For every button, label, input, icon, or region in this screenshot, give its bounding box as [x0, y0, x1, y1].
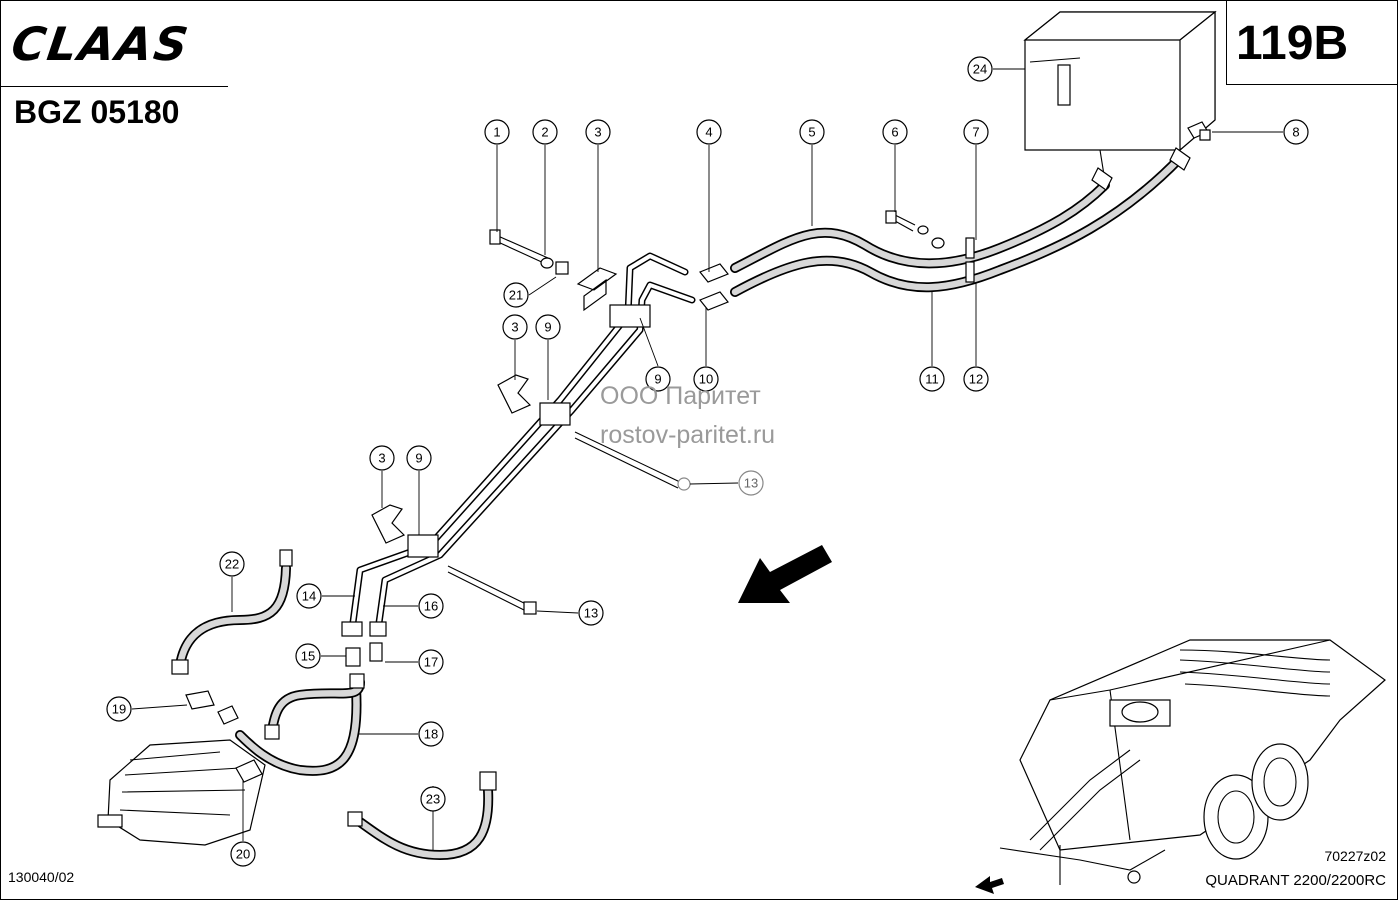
svg-text:9: 9: [654, 372, 661, 387]
header-divider-right: [1226, 84, 1398, 85]
watermark-company: ООО Паритет: [600, 382, 761, 410]
svg-text:11: 11: [925, 372, 939, 387]
svg-text:19: 19: [112, 702, 126, 717]
callout-13a: 13: [738, 470, 764, 496]
callout-15: 15: [295, 643, 321, 669]
steel-pipes: [341, 252, 696, 667]
svg-text:15: 15: [301, 649, 315, 664]
callout-17: 17: [418, 649, 444, 675]
leader-lines: [131, 68, 1283, 850]
svg-text:24: 24: [973, 62, 987, 77]
baler-thumbnail: [975, 639, 1386, 894]
long-bolts-13: [447, 431, 691, 615]
svg-text:20: 20: [236, 847, 250, 862]
callout-12: 12: [963, 366, 989, 392]
svg-text:16: 16: [424, 599, 438, 614]
callout-1: 1: [484, 119, 510, 145]
svg-text:17: 17: [424, 655, 438, 670]
svg-text:7: 7: [972, 125, 979, 140]
bolts-top: [489, 210, 945, 312]
callout-16: 16: [418, 593, 444, 619]
svg-text:4: 4: [705, 125, 712, 140]
callout-11: 11: [919, 366, 945, 392]
svg-text:23: 23: [426, 792, 440, 807]
svg-text:9: 9: [415, 451, 422, 466]
callout-3c: 3: [369, 445, 395, 471]
svg-text:22: 22: [225, 557, 239, 572]
callout-18: 18: [418, 721, 444, 747]
direction-arrow: [738, 545, 832, 603]
footer-model: QUADRANT 2200/2200RC: [1205, 872, 1386, 889]
svg-text:10: 10: [699, 372, 713, 387]
callout-21: 21: [503, 282, 529, 308]
header-divider-right-vertical: [1226, 0, 1227, 84]
callout-8: 8: [1283, 119, 1309, 145]
svg-text:13: 13: [584, 606, 598, 621]
callout-24: 24: [967, 56, 993, 82]
hose-23: [347, 771, 497, 860]
svg-text:9: 9: [544, 320, 551, 335]
page-number: 119B: [1236, 17, 1349, 70]
callout-9b: 9: [645, 366, 671, 392]
callout-14: 14: [296, 583, 322, 609]
callout-7: 7: [963, 119, 989, 145]
callout-23: 23: [420, 786, 446, 812]
callout-2: 2: [532, 119, 558, 145]
hydraulic-pump-drawing: [97, 690, 266, 846]
svg-text:13: 13: [744, 476, 758, 491]
callout-9c: 9: [406, 445, 432, 471]
callout-9a: 9: [535, 314, 561, 340]
svg-text:14: 14: [302, 589, 316, 604]
svg-text:3: 3: [511, 320, 518, 335]
svg-text:1: 1: [493, 125, 500, 140]
oil-tank-drawing: [1023, 10, 1217, 179]
svg-text:18: 18: [424, 727, 438, 742]
footer-drawing-code: 70227z02: [1324, 848, 1386, 864]
callout-10: 10: [693, 366, 719, 392]
callout-13b: 13: [578, 600, 604, 626]
svg-text:6: 6: [891, 125, 898, 140]
svg-text:2: 2: [541, 125, 548, 140]
document-code: BGZ 05180: [14, 94, 180, 130]
header-divider-left: [0, 86, 228, 87]
callout-20: 20: [230, 841, 256, 867]
svg-text:21: 21: [509, 288, 523, 303]
hose-assembly-5-11: [699, 121, 1211, 311]
svg-text:3: 3: [378, 451, 385, 466]
callout-19: 19: [106, 696, 132, 722]
hose-22: [171, 549, 293, 675]
svg-text:12: 12: [969, 372, 983, 387]
callout-5: 5: [799, 119, 825, 145]
svg-text:3: 3: [594, 125, 601, 140]
callout-4: 4: [696, 119, 722, 145]
svg-text:8: 8: [1292, 125, 1299, 140]
callout-22: 22: [219, 551, 245, 577]
callout-3b: 3: [502, 314, 528, 340]
hose-18: [235, 673, 365, 776]
watermark-url: rostov-paritet.ru: [600, 421, 776, 449]
callout-3: 3: [585, 119, 611, 145]
svg-text:5: 5: [808, 125, 815, 140]
footer-left-code: 130040/02: [8, 869, 75, 885]
callout-6: 6: [882, 119, 908, 145]
